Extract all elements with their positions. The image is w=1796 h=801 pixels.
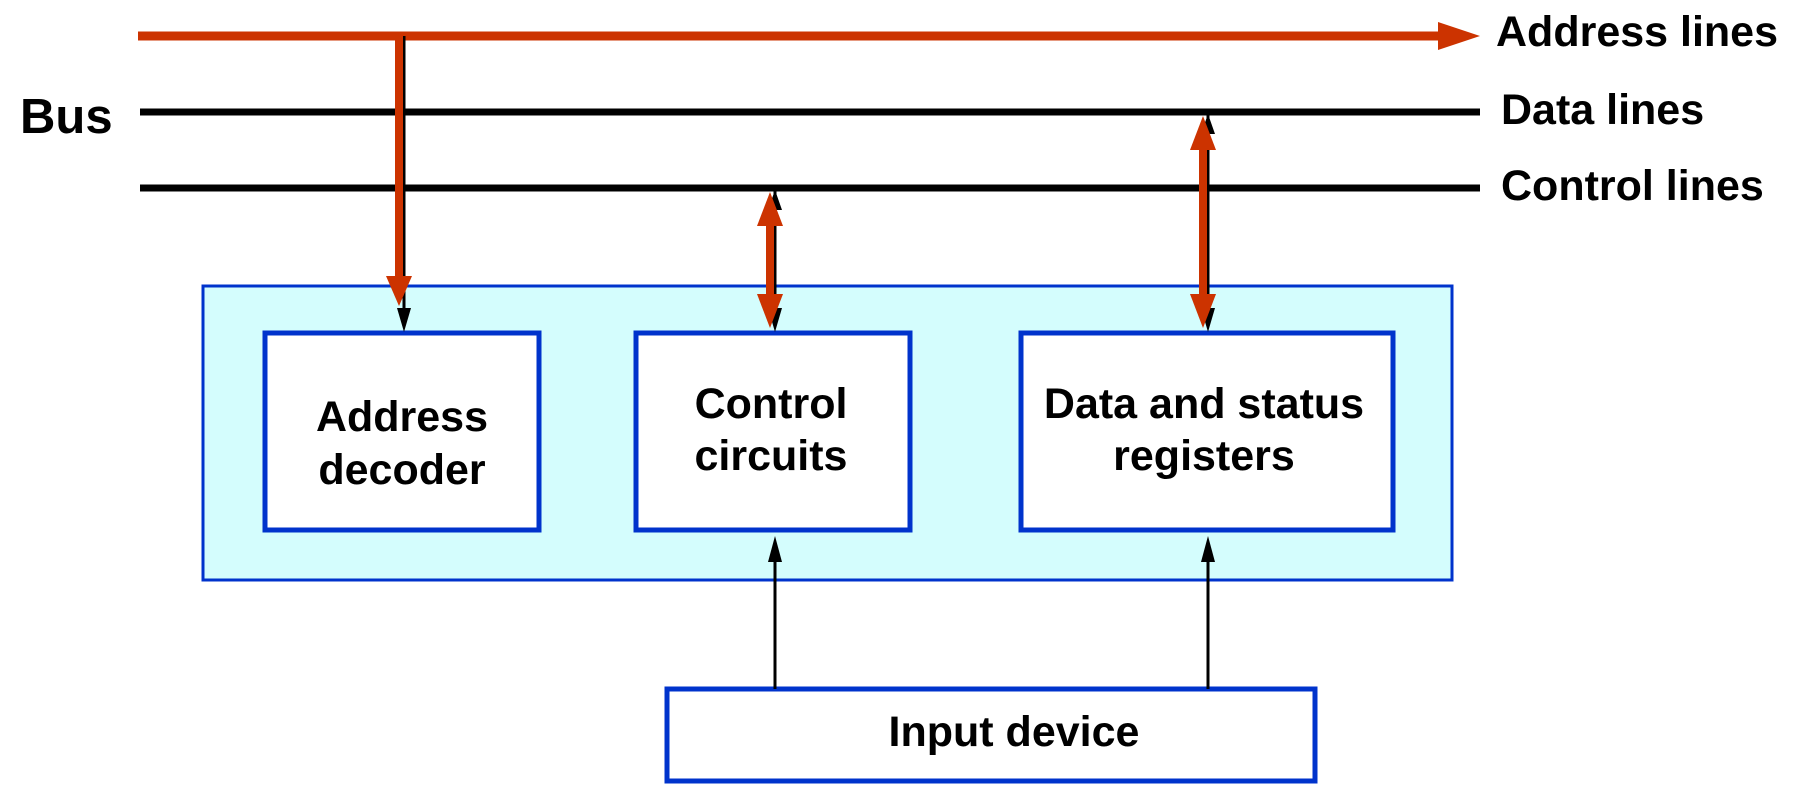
- input-device-box: [664, 686, 1318, 784]
- address-lines-label: Address lines: [1496, 8, 1778, 56]
- control-circuits-box: [633, 330, 913, 533]
- input-to-registers-arrowhead: [1201, 536, 1215, 562]
- bus-label: Bus: [20, 90, 113, 144]
- address-decoder-label-line2: decoder: [318, 446, 486, 494]
- control-circuits-signal-arrowhead-down: [757, 294, 783, 328]
- address-decoder-box: [262, 330, 542, 533]
- data-lines-label: Data lines: [1501, 86, 1704, 134]
- address-decoder-connector-arrowhead: [397, 308, 411, 332]
- address-line-arrowhead: [1438, 22, 1480, 50]
- data-status-registers-label-line2: registers: [1113, 432, 1295, 480]
- data-status-registers-box: [1018, 330, 1396, 533]
- data-registers-signal-arrowhead-down: [1190, 294, 1216, 328]
- address-decoder-label-line1: Address: [316, 393, 488, 441]
- control-circuits-label-line2: circuits: [695, 432, 848, 480]
- data-registers-signal-arrowhead-up: [1190, 116, 1216, 150]
- input-device-label: Input device: [889, 708, 1140, 756]
- input-to-control-arrowhead: [768, 536, 782, 562]
- address-decoder-signal-arrowhead: [386, 276, 412, 306]
- control-circuits-signal-arrowhead-up: [757, 192, 783, 226]
- control-lines-label: Control lines: [1501, 162, 1764, 210]
- control-circuits-label-line1: Control: [695, 380, 848, 428]
- data-status-registers-label-line1: Data and status: [1044, 380, 1364, 428]
